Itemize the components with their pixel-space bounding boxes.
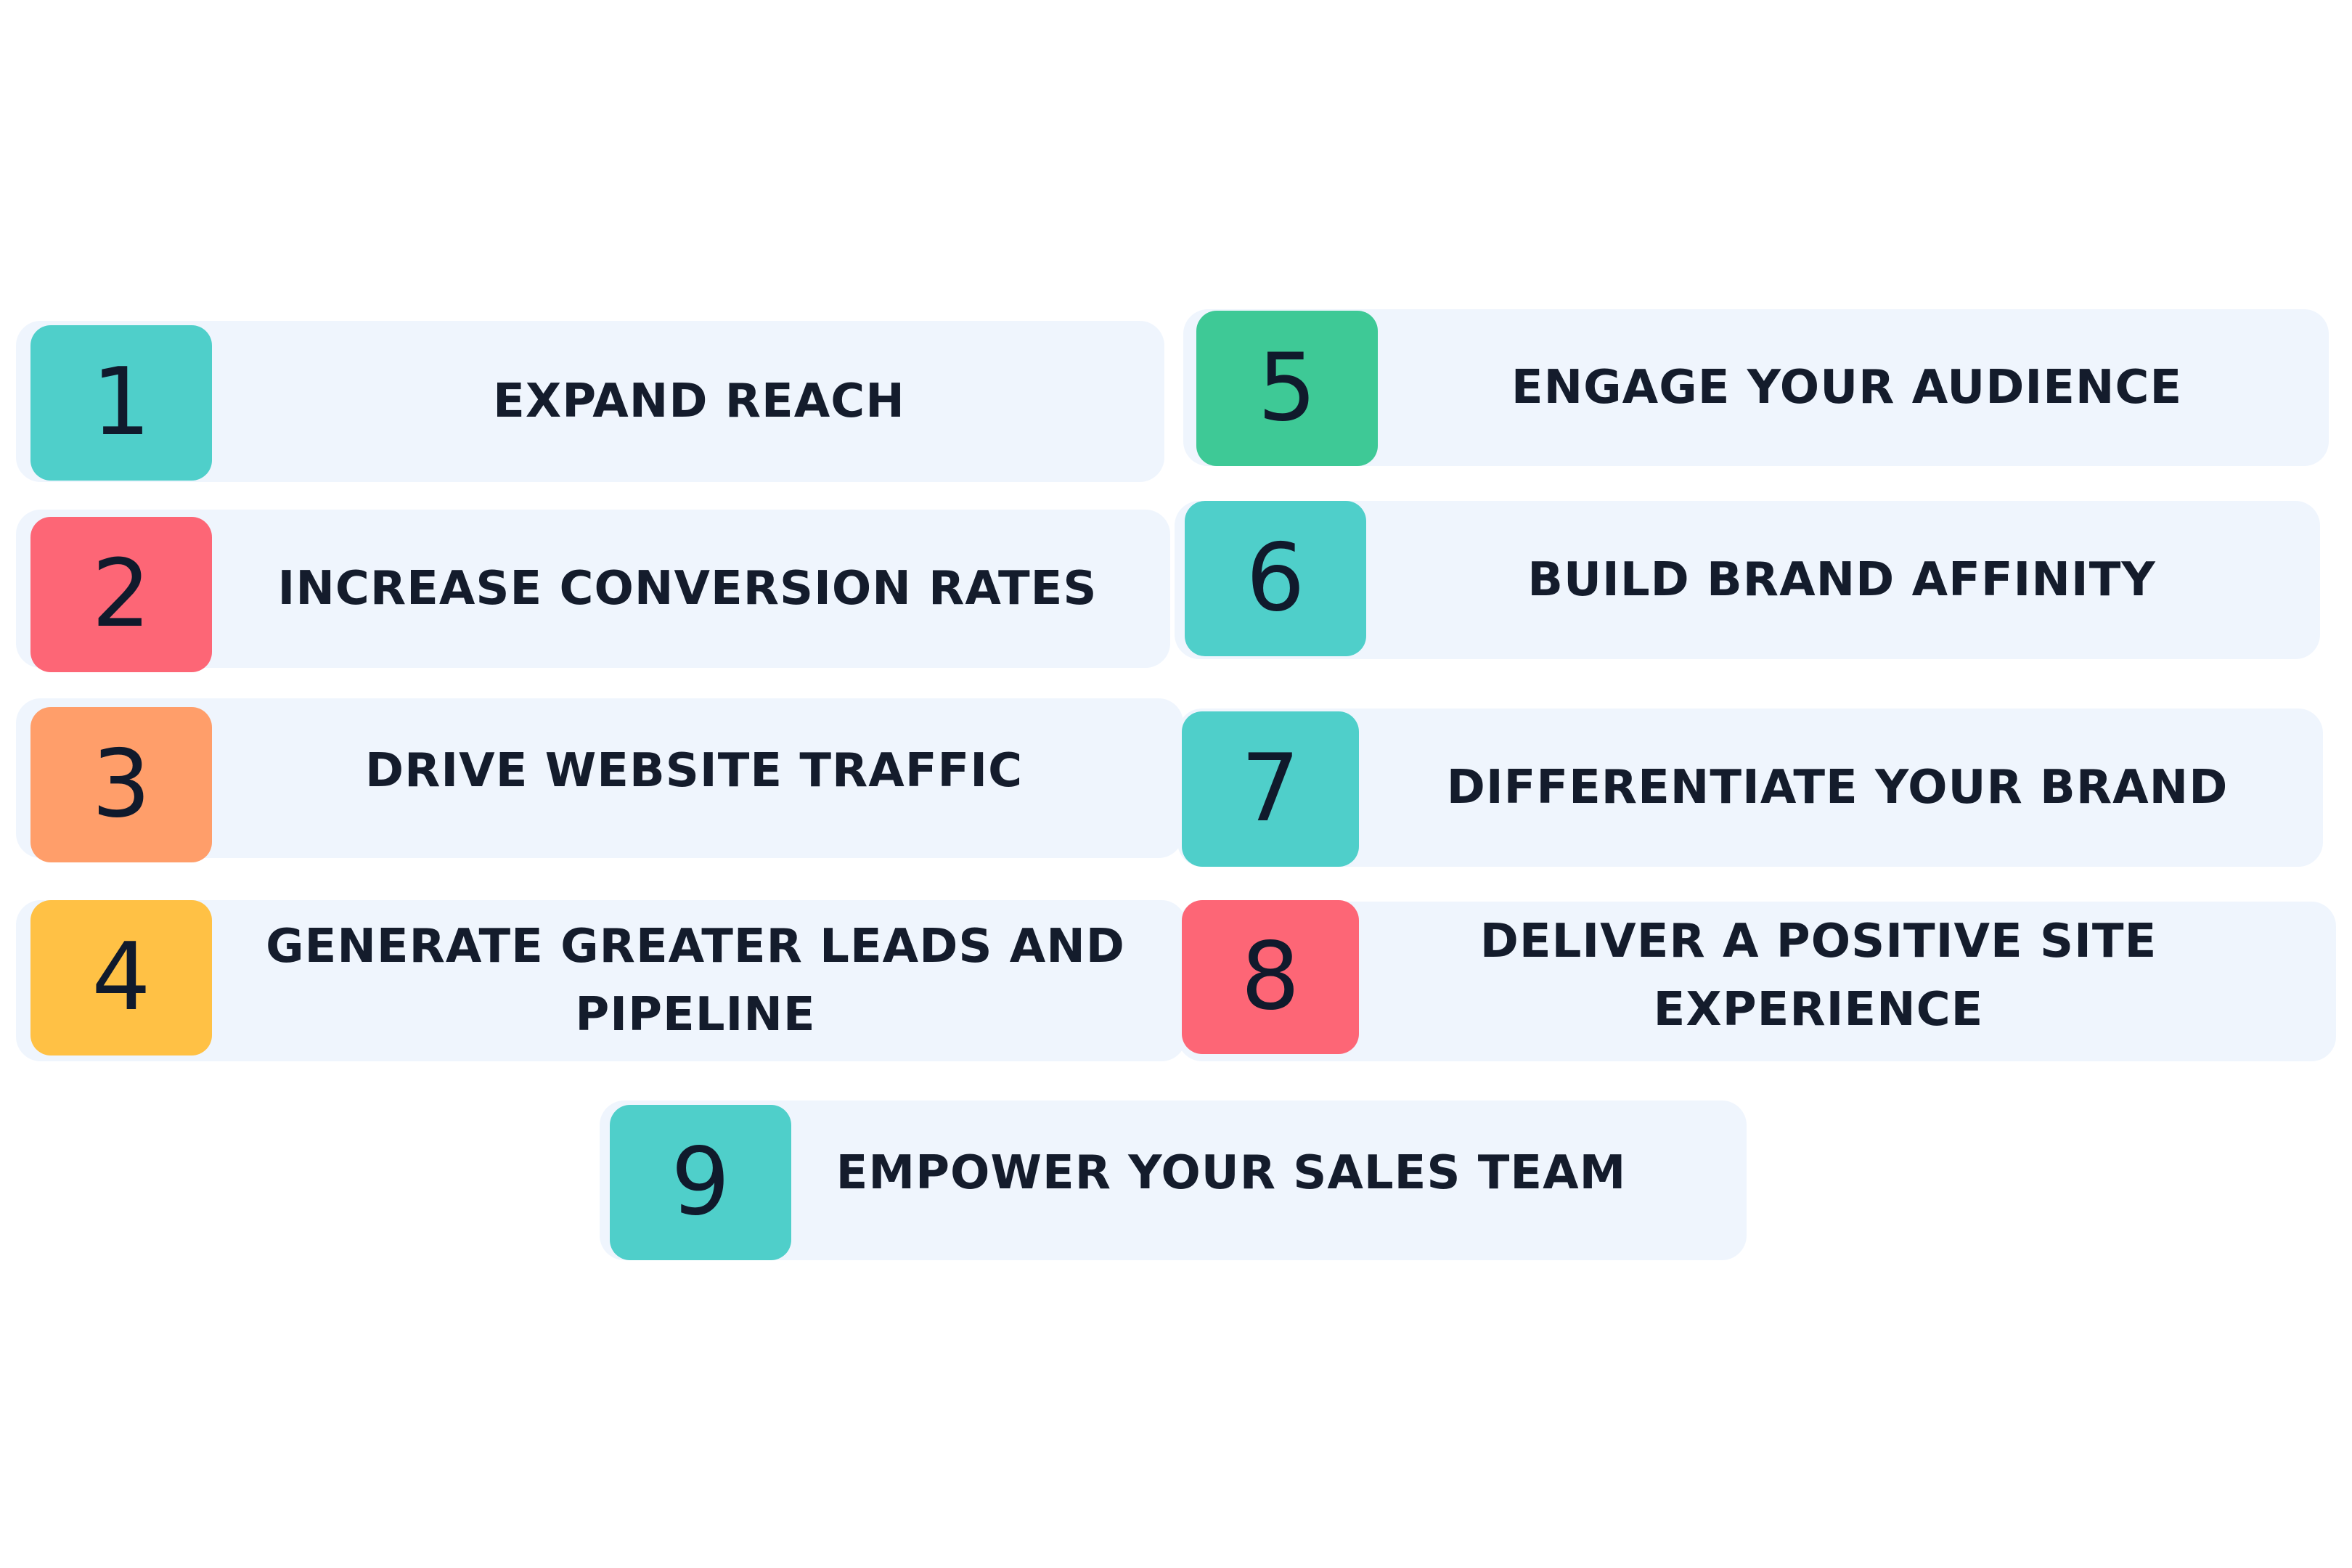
list-item: 7 DIFFERENTIATE YOUR BRAND [1177, 709, 2323, 867]
item-label: BUILD BRAND AFFINITY [1527, 553, 2156, 607]
list-item: 4 GENERATE GREATER LEADS AND PIPELINE [16, 900, 1186, 1061]
number-badge: 7 [1182, 711, 1359, 867]
item-label: DRIVE WEBSITE TRAFFIC [364, 744, 1024, 798]
list-item: 9 EMPOWER YOUR SALES TEAM [600, 1101, 1747, 1260]
item-label: INCREASE CONVERSION RATES [277, 562, 1098, 616]
list-item: 1 EXPAND REACH [16, 321, 1164, 482]
list-item: 2 INCREASE CONVERSION RATES [16, 510, 1170, 672]
item-label: DELIVER A POSITIVE SITE EXPERIENCE [1479, 915, 2157, 1037]
number-badge: 4 [30, 900, 212, 1055]
number-badge: 2 [30, 517, 212, 672]
item-label: DIFFERENTIATE YOUR BRAND [1446, 761, 2229, 814]
number-badge: 5 [1196, 311, 1378, 466]
list-item: 8 DELIVER A POSITIVE SITE EXPERIENCE [1177, 900, 2336, 1061]
item-label: EMPOWER YOUR SALES TEAM [836, 1146, 1627, 1200]
number-badge: 3 [30, 707, 212, 862]
item-label: ENGAGE YOUR AUDIENCE [1511, 361, 2183, 415]
number-badge: 9 [610, 1105, 791, 1260]
item-label: EXPAND REACH [493, 375, 905, 428]
list-item: 3 DRIVE WEBSITE TRAFFIC [16, 698, 1183, 862]
item-label: GENERATE GREATER LEADS AND PIPELINE [266, 920, 1125, 1042]
number-badge: 6 [1185, 501, 1366, 656]
list-item: 6 BUILD BRAND AFFINITY [1175, 501, 2320, 659]
list-item: 5 ENGAGE YOUR AUDIENCE [1183, 309, 2329, 466]
number-badge: 8 [1182, 900, 1359, 1054]
number-badge: 1 [30, 325, 212, 481]
